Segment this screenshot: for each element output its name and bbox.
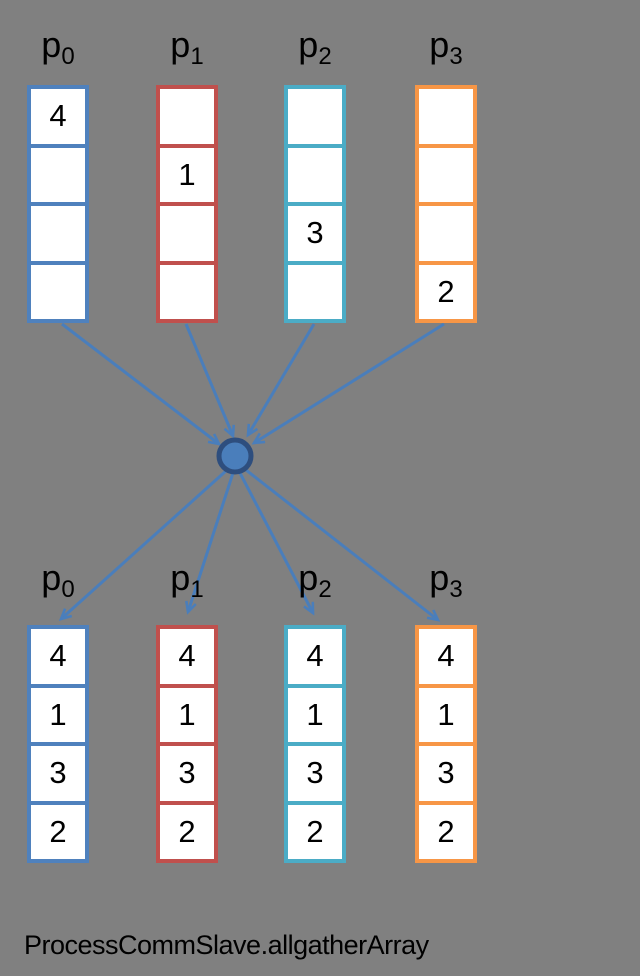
array-cell: 4 — [160, 629, 214, 688]
scatter-arrow-p2 — [238, 472, 313, 613]
label-subscript: 2 — [318, 576, 332, 603]
array-cell: 1 — [288, 688, 342, 746]
process-label-top-p0: p0 — [27, 20, 89, 70]
array-cell — [31, 148, 85, 206]
label-base: p — [41, 24, 62, 65]
label-base: p — [298, 557, 319, 598]
label-base: p — [170, 24, 191, 65]
process-array-bottom-p1: 4 1 3 2 — [156, 625, 218, 863]
array-cell — [288, 265, 342, 320]
array-cell — [419, 148, 473, 206]
gather-hub-node — [216, 437, 254, 475]
array-cell: 2 — [306, 813, 324, 849]
array-cell: 1 — [160, 148, 214, 206]
label-base: p — [429, 557, 450, 598]
array-cell: 1 — [160, 688, 214, 746]
label-base: p — [170, 557, 191, 598]
array-cell: 2 — [178, 813, 196, 849]
process-label-bottom-p0: p0 — [27, 553, 89, 603]
process-label-bottom-p3: p3 — [415, 553, 477, 603]
label-base: p — [298, 24, 319, 65]
process-label-bottom-p1: p1 — [156, 553, 218, 603]
process-array-top-p2: 3 — [284, 85, 346, 323]
label-subscript: 3 — [449, 43, 463, 70]
process-array-top-p0: 4 — [27, 85, 89, 323]
scatter-arrow-p3 — [245, 468, 438, 620]
array-cell — [160, 265, 214, 320]
label-subscript: 3 — [449, 576, 463, 603]
label-base: p — [429, 24, 450, 65]
array-cell: 2 — [49, 813, 67, 849]
gather-arrow-p0 — [61, 322, 219, 444]
array-cell — [31, 265, 85, 320]
array-cell: 4 — [288, 629, 342, 688]
array-cell — [419, 89, 473, 148]
process-array-bottom-p0: 4 1 3 2 — [27, 625, 89, 863]
process-array-bottom-p2: 4 1 3 2 — [284, 625, 346, 863]
array-cell: 2 — [437, 813, 455, 849]
array-cell: 1 — [31, 688, 85, 746]
label-subscript: 1 — [190, 43, 204, 70]
array-cell — [160, 89, 214, 148]
label-base: p — [41, 557, 62, 598]
array-cell — [288, 89, 342, 148]
array-cell: 4 — [419, 629, 473, 688]
array-cell: 3 — [288, 206, 342, 265]
array-cell — [288, 148, 342, 206]
array-cell: 4 — [31, 89, 85, 148]
array-cell: 3 — [419, 746, 473, 805]
gather-arrow-p1 — [184, 323, 233, 436]
scatter-arrow-p1 — [188, 472, 235, 612]
process-array-top-p1: 1 — [156, 85, 218, 323]
array-cell — [31, 206, 85, 265]
process-array-top-p3: 2 — [415, 85, 477, 323]
caption-text: ProcessCommSlave.allgatherArray — [24, 930, 429, 960]
array-cell: 3 — [31, 746, 85, 805]
process-label-top-p1: p1 — [156, 20, 218, 70]
array-cell: 3 — [160, 746, 214, 805]
gather-arrow-p2 — [248, 323, 316, 435]
label-subscript: 0 — [61, 43, 75, 70]
gather-arrow-p3 — [254, 322, 445, 443]
process-array-bottom-p3: 4 1 3 2 — [415, 625, 477, 863]
process-label-bottom-p2: p2 — [284, 553, 346, 603]
scatter-arrow-p0 — [61, 468, 229, 619]
array-cell — [419, 206, 473, 265]
label-subscript: 1 — [190, 576, 204, 603]
array-cell: 2 — [437, 273, 455, 309]
process-label-top-p3: p3 — [415, 20, 477, 70]
array-cell: 3 — [288, 746, 342, 805]
label-subscript: 0 — [61, 576, 75, 603]
array-cell: 4 — [31, 629, 85, 688]
array-cell — [160, 206, 214, 265]
label-subscript: 2 — [318, 43, 332, 70]
array-cell: 1 — [419, 688, 473, 746]
process-label-top-p2: p2 — [284, 20, 346, 70]
